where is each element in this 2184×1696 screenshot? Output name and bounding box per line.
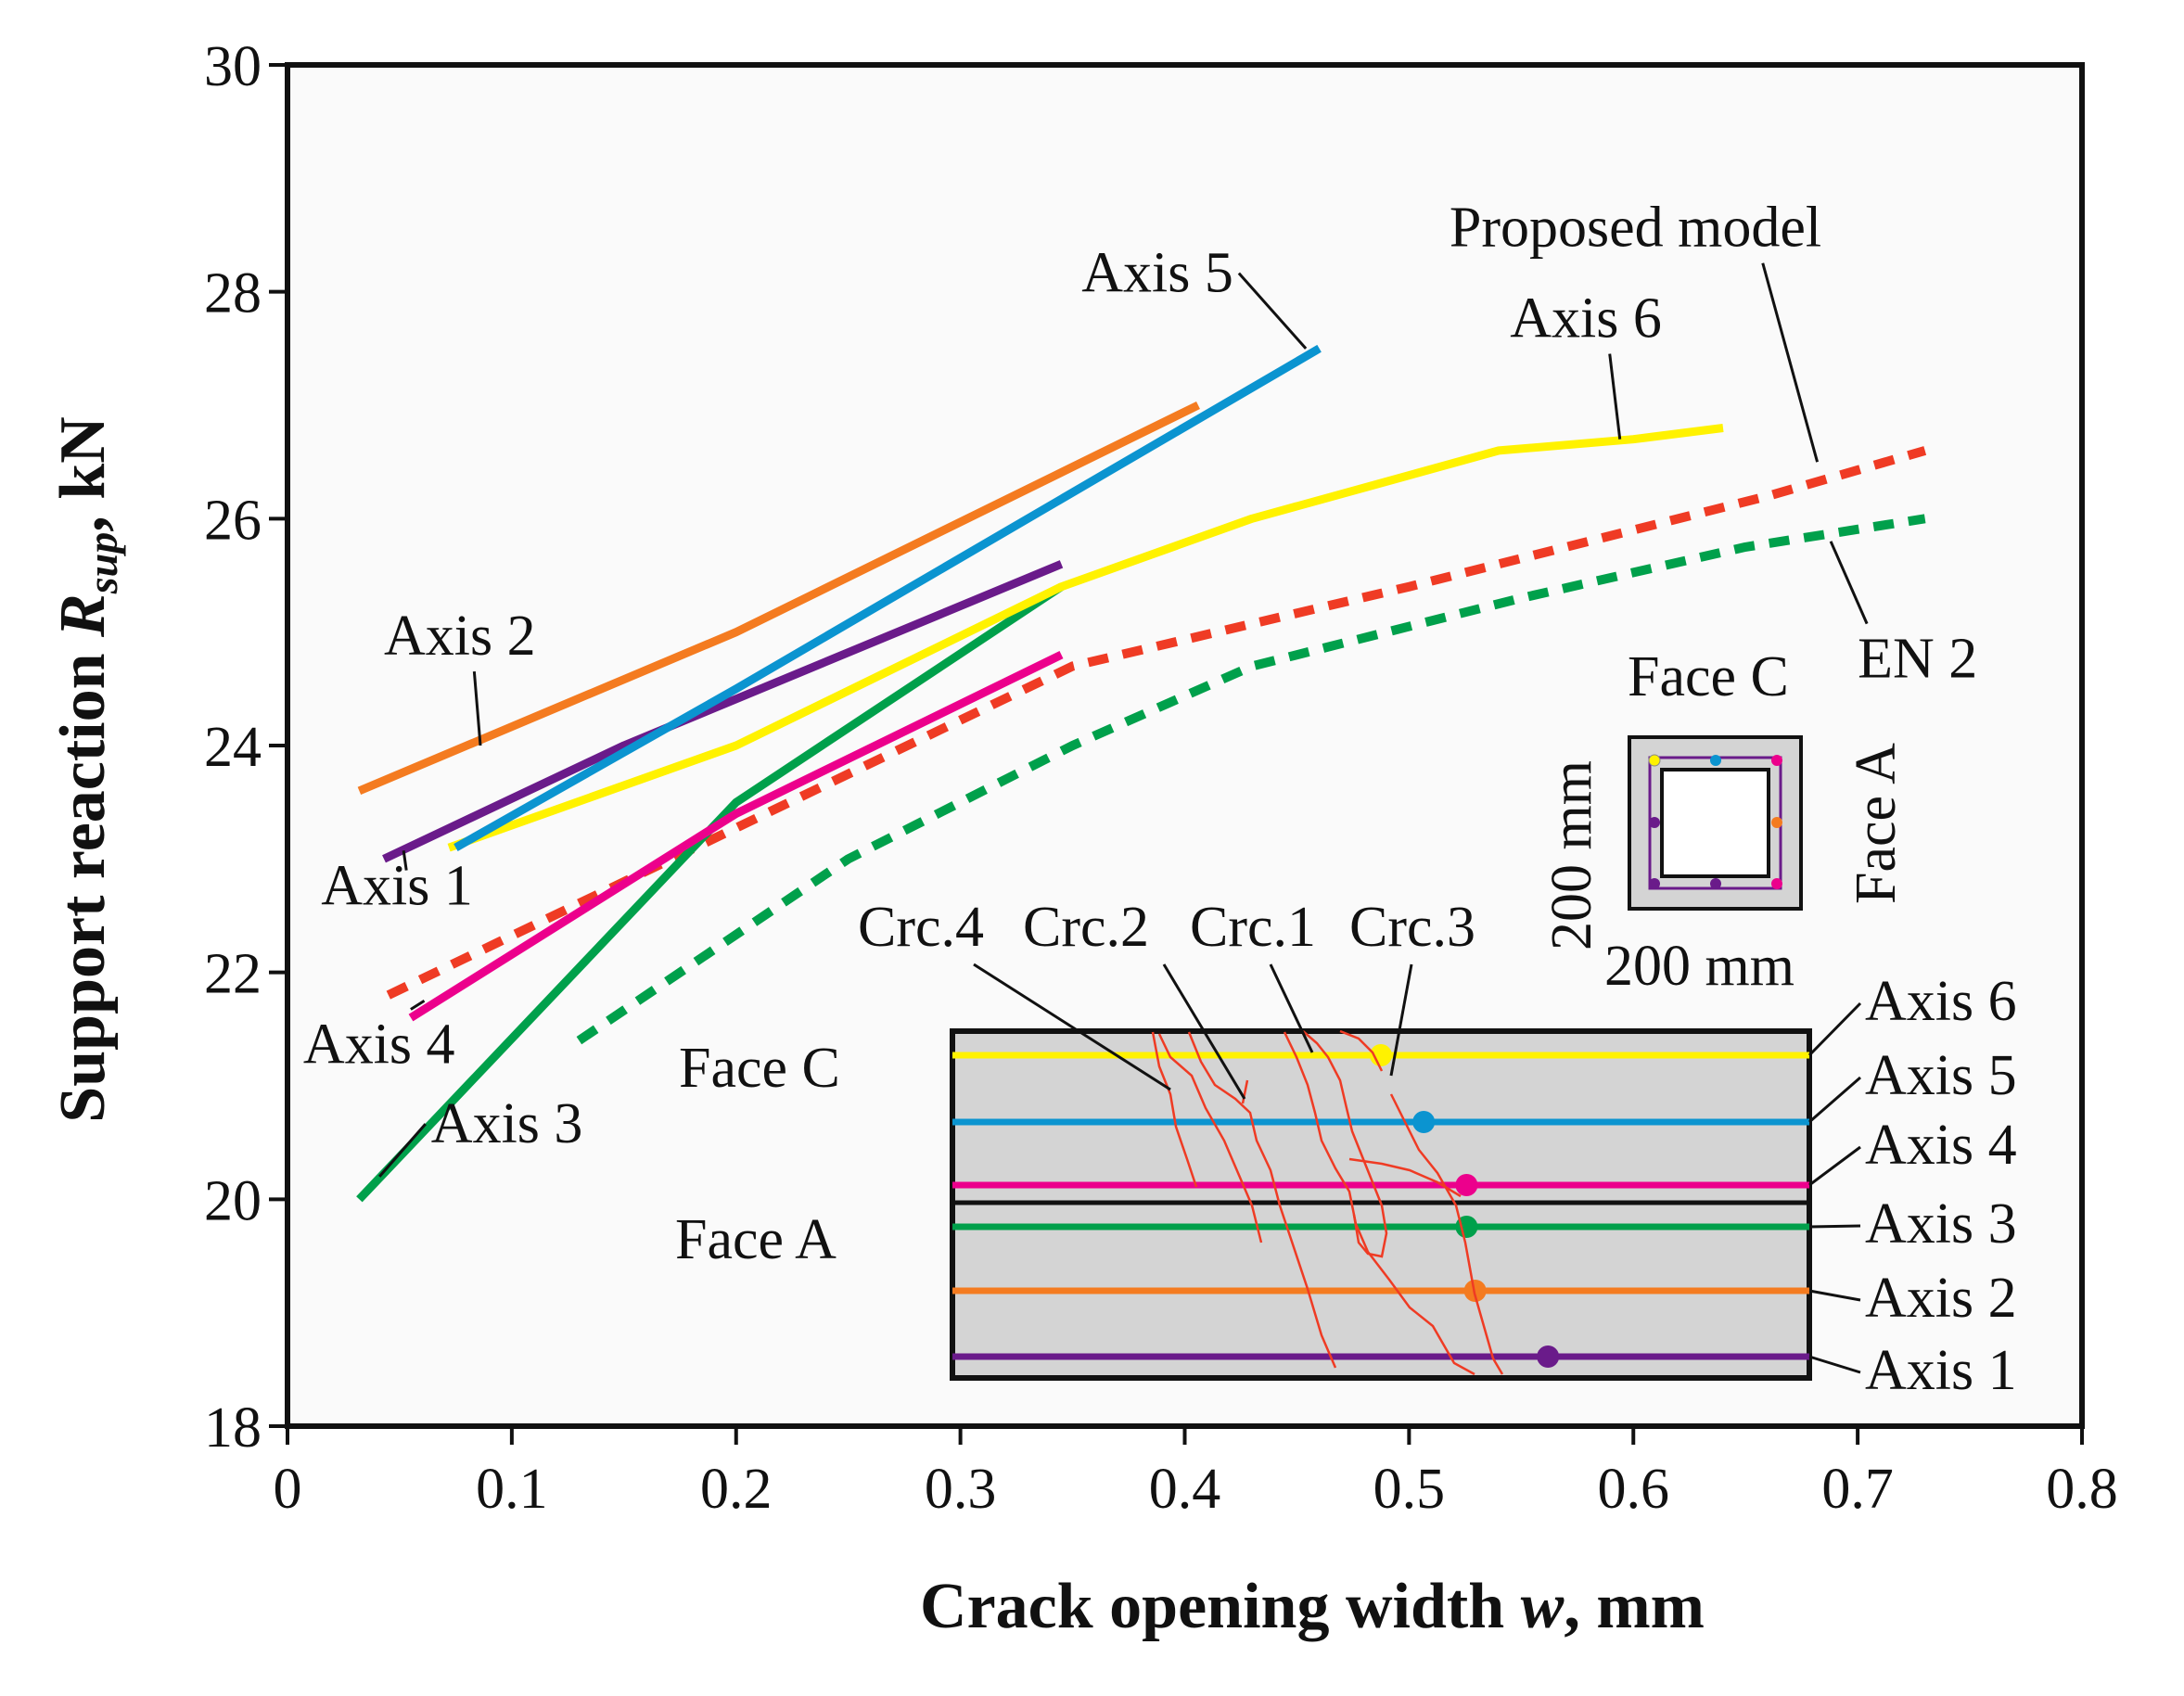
annotation-layer: Axis 1 Axis 2 Axis 3 Axis 4 Axis 5 Axis 6 Prop… <box>303 197 1977 1178</box>
rebar-dot <box>1648 754 1661 767</box>
crack-line <box>1187 1031 1337 1369</box>
beam-axis-label: Axis 2 <box>1865 1267 2017 1330</box>
series-line-axis-2 <box>357 401 1200 796</box>
annotation-leader <box>1608 353 1622 440</box>
crack-leader <box>1389 963 1413 1077</box>
y-tick-label: 28 <box>204 262 262 325</box>
beam-inset: Face C Face A Axis 6 Axis 5 Axis 4 Axis 3 Ax… <box>675 896 2017 1402</box>
cross-section-dim-vertical: 200 mm <box>1540 760 1603 950</box>
beam-axis-leader <box>1808 1145 1861 1187</box>
series-annotation: Proposed model <box>1450 197 1821 260</box>
annotation-leader <box>1829 541 1869 625</box>
series-annotation: Axis 6 <box>1510 287 1662 351</box>
y-tick-label: 20 <box>204 1169 262 1232</box>
beam-axis-marker <box>1537 1345 1560 1368</box>
crack-leader <box>1269 963 1314 1053</box>
x-tick-label: 0.4 <box>1149 1458 1221 1521</box>
x-tick-label: 0.2 <box>700 1458 773 1521</box>
cross-section-face-c-label: Face C <box>1628 645 1789 708</box>
crack-line <box>1302 1030 1388 1258</box>
crack-leader <box>1162 963 1246 1100</box>
x-axis-title: Crack opening width w, mm <box>920 1571 1705 1642</box>
beam-axis-label: Axis 4 <box>1865 1114 2017 1177</box>
annotation-leader <box>1237 272 1308 350</box>
x-tick-label: 0.1 <box>476 1458 548 1521</box>
x-tick-label: 0 <box>274 1458 302 1521</box>
rebar-dot <box>1710 878 1721 889</box>
x-tick-label: 0.7 <box>1821 1458 1894 1521</box>
beam-face-a-label: Face A <box>675 1208 837 1271</box>
crack-leader <box>973 963 1171 1091</box>
rebar-dot <box>1771 817 1782 828</box>
annotation-leader <box>1761 262 1820 463</box>
beam-axis-leader <box>1808 1224 1861 1229</box>
y-tick-label: 30 <box>204 35 262 98</box>
y-tick-label: 22 <box>204 943 262 1006</box>
crack-line <box>1157 1033 1263 1243</box>
crack-line <box>1241 1079 1249 1104</box>
rebar-dot <box>1649 878 1660 889</box>
series-line-axis-1 <box>382 560 1064 863</box>
series-line-proposed-model <box>386 446 1927 1000</box>
x-tick-label: 0.5 <box>1373 1458 1446 1521</box>
crack-label: Crc.1 <box>1190 896 1316 959</box>
x-tick-label: 0.3 <box>925 1458 997 1521</box>
axis-ticks: 0 0.1 0.2 0.3 0.4 0.5 0.6 0.7 0.8 18 20 22 24 26 28 30 <box>204 35 2118 1521</box>
beam-axis-marker <box>1455 1174 1478 1196</box>
annotation-leader <box>472 671 482 746</box>
rebar-dot <box>1649 817 1660 828</box>
beam-axis-label: Axis 5 <box>1865 1044 2017 1107</box>
series-annotation: Axis 4 <box>303 1014 455 1077</box>
rebar-dot <box>1771 755 1782 766</box>
crack-label: Crc.3 <box>1349 896 1475 959</box>
x-tick-label: 0.8 <box>2046 1458 2118 1521</box>
y-axis-title: Support reaction Rsup, kN <box>47 416 126 1122</box>
series-line-axis-3 <box>356 582 1064 1203</box>
series-line-axis-6 <box>447 424 1724 852</box>
y-tick-label: 24 <box>204 716 262 779</box>
beam-axis-marker <box>1412 1111 1436 1133</box>
series-line-axis-4 <box>408 651 1064 1022</box>
crack-leaders <box>973 963 1413 1100</box>
annotation-leader <box>410 999 426 1011</box>
beam-axis-leader <box>1808 1289 1861 1302</box>
crack-line <box>1151 1031 1198 1188</box>
beam-axis-leader <box>1808 1076 1861 1124</box>
cross-section-hollow <box>1660 768 1770 878</box>
series-annotation: Axis 2 <box>384 605 536 668</box>
beam-axis-label: Axis 3 <box>1865 1192 2017 1256</box>
rebar-dot <box>1771 878 1782 889</box>
beam-axis-leader <box>1808 1355 1861 1374</box>
crack-line <box>1283 1031 1475 1376</box>
series-line-axis-5 <box>453 344 1322 852</box>
y-tick-label: 18 <box>204 1396 262 1460</box>
series-line-en-2 <box>576 514 1926 1045</box>
beam-axis-marker <box>1370 1044 1392 1066</box>
crack-label: Crc.4 <box>858 896 984 959</box>
rebar-dot <box>1710 755 1721 766</box>
y-tick-label: 26 <box>204 489 262 552</box>
beam-axis-label: Axis 6 <box>1865 970 2017 1033</box>
crack-lines <box>1151 1029 1504 1376</box>
annotation-leader <box>402 850 408 871</box>
beam-axis-label: Axis 1 <box>1865 1339 2017 1402</box>
cross-section-face-a-label: Face A <box>1845 743 1908 904</box>
cross-section-dim-horizontal: 200 mm <box>1604 935 1794 998</box>
crack-line <box>1389 1093 1504 1375</box>
beam-face-c-label: Face C <box>679 1037 840 1100</box>
series-annotation: EN 2 <box>1858 628 1977 691</box>
cross-section-inset: Face C Face A 200 mm 200 mm <box>1540 645 1908 998</box>
series-annotation: Axis 3 <box>431 1092 583 1155</box>
series-annotation: Axis 5 <box>1081 242 1233 305</box>
series-annotation: Axis 1 <box>321 854 473 917</box>
crack-label: Crc.2 <box>1023 896 1149 959</box>
crack-line <box>1339 1029 1384 1072</box>
beam-axis-leader <box>1807 1001 1862 1057</box>
series-layer <box>356 344 1927 1203</box>
annotation-leader <box>378 1123 427 1178</box>
x-tick-label: 0.6 <box>1598 1458 1670 1521</box>
